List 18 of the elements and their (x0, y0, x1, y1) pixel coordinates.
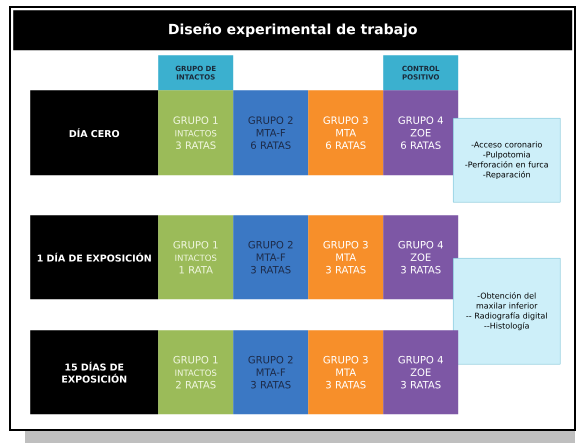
group-box: GRUPO 4 ZOE 3 RATAS (383, 215, 458, 300)
time-point-box: 1 DÍA DE EXPOSICIÓN (30, 215, 158, 300)
group-box: GRUPO 3 MTA 6 RATAS (308, 90, 384, 176)
group-box: GRUPO 3 MTA 3 RATAS (308, 330, 384, 414)
group-box: GRUPO 2 MTA-F 6 RATAS (233, 90, 308, 176)
group-box: GRUPO 1 INTACTOS 2 RATAS (158, 330, 234, 414)
time-point-box: DÍA CERO (30, 90, 158, 176)
group-box: GRUPO 2 MTA-F 3 RATAS (233, 215, 308, 300)
procedure-box: -Obtención del maxilar inferior -- Radiografía digital --Histología (453, 258, 560, 364)
group-box: GRUPO 1 INTACTOS 1 RATA (158, 215, 234, 300)
group-box: GRUPO 2 MTA-F 3 RATAS (233, 330, 308, 414)
time-point-box: 15 DÍAS DE EXPOSICIÓN (30, 330, 158, 414)
title-bar: Diseño experimental de trabajo (13, 10, 572, 50)
group-box: GRUPO 4 ZOE 3 RATAS (383, 330, 458, 414)
group-box: GRUPO 4 ZOE 6 RATAS (383, 90, 458, 176)
group-box: GRUPO 3 MTA 3 RATAS (308, 215, 384, 300)
group-box: GRUPO 1 INTACTOS 3 RATAS (158, 90, 234, 176)
procedure-box: -Acceso coronario -Pulpotomia -Perforación en furca -Reparación (453, 118, 560, 202)
